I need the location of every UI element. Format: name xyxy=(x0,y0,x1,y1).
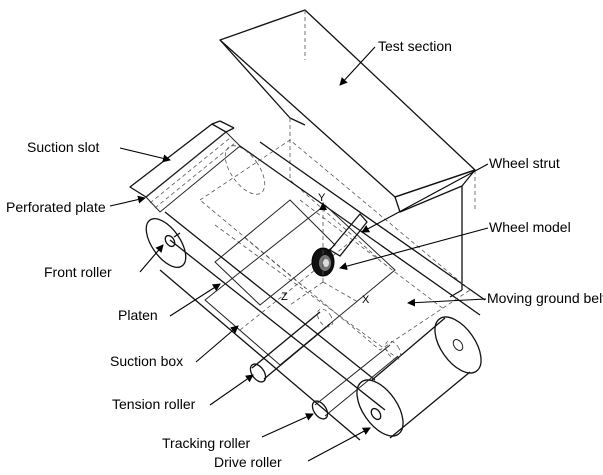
label-suction-slot: Suction slot xyxy=(27,139,99,155)
axis-label-x: X xyxy=(362,294,370,306)
wheel-strut-shape xyxy=(329,213,368,257)
test-section-body xyxy=(219,9,476,298)
label-moving-ground-belt: Moving ground belt xyxy=(487,290,603,306)
drive-roller-shape xyxy=(356,316,482,439)
axis-label-y: Y xyxy=(318,192,326,204)
label-test-section: Test section xyxy=(378,38,452,54)
label-front-roller: Front roller xyxy=(44,264,112,280)
moving-ground-belt-shape xyxy=(159,139,486,441)
label-perforated-plate: Perforated plate xyxy=(6,199,106,215)
label-suction-box: Suction box xyxy=(110,353,183,369)
wheel-model-shape xyxy=(311,247,335,277)
coordinate-axes xyxy=(289,202,359,306)
label-tracking-roller: Tracking roller xyxy=(162,435,251,451)
tracking-roller-shape xyxy=(311,340,401,420)
label-platen: Platen xyxy=(118,307,158,323)
label-tension-roller: Tension roller xyxy=(112,396,196,412)
leader-lines xyxy=(109,46,489,462)
tension-roller-shape xyxy=(249,308,333,383)
perforated-plate-shape xyxy=(145,131,241,213)
label-wheel-strut: Wheel strut xyxy=(489,155,560,171)
label-drive-roller: Drive roller xyxy=(214,454,282,470)
label-wheel-model: Wheel model xyxy=(489,219,571,235)
front-roller-shape xyxy=(145,145,266,268)
axis-label-z: Z xyxy=(281,291,288,303)
